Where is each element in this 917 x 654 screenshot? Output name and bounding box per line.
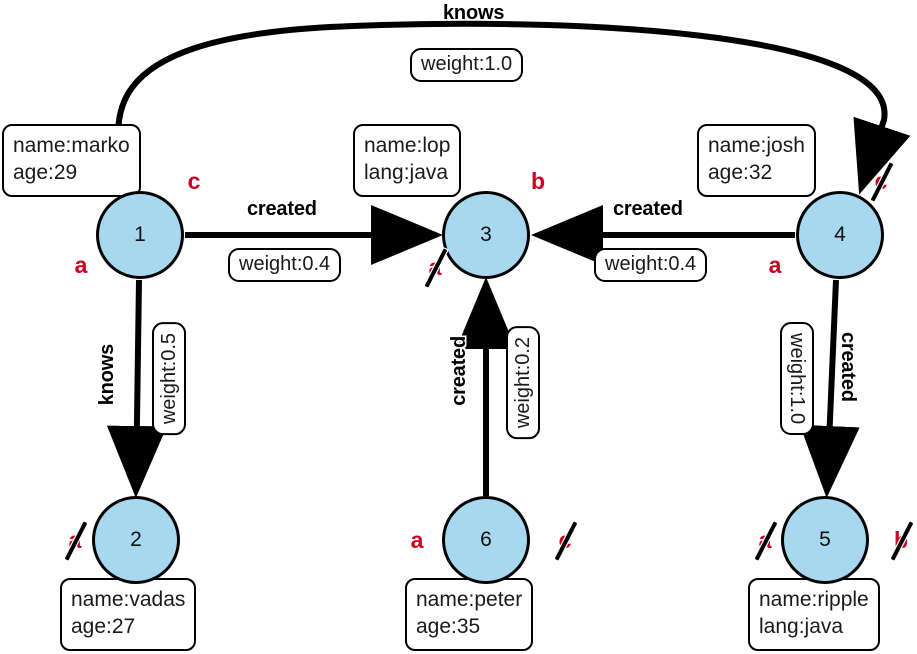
property-line: name:marko (13, 134, 130, 157)
annotation-node-1-a: a (68, 250, 94, 280)
node-id-label: 1 (134, 223, 146, 246)
annotation-node-1-c: c (181, 166, 207, 196)
edge-knows-1-4-path (115, 20, 911, 195)
property-line: name:lop (364, 134, 451, 157)
property-box-node-1: name:marko age:29 (2, 124, 141, 197)
node-id-label: 6 (480, 528, 492, 551)
graph-node-3[interactable]: 3 (442, 191, 530, 279)
graph-node-1[interactable]: 1 (96, 191, 184, 279)
edge-knows-1-2-path (106, 279, 167, 498)
annotation-letter: a (410, 526, 424, 553)
annotation-letter: a (768, 251, 782, 278)
property-line: age:27 (71, 614, 136, 638)
graph-node-2[interactable]: 2 (92, 496, 180, 584)
property-line: age:35 (416, 614, 481, 638)
annotation-node-2-a-struck: a (62, 521, 88, 561)
annotation-node-4-c-struck: c (868, 162, 894, 202)
annotation-node-6-a: a (404, 525, 430, 555)
property-box-node-6: name:peter age:35 (405, 578, 534, 651)
edge-weight-knows-1-2: weight:0.5 (152, 322, 186, 436)
edge-weight-created-1-3: weight:0.4 (228, 248, 342, 282)
edge-created-4-5-path (799, 279, 860, 498)
property-line: age:32 (708, 160, 773, 184)
property-line: lang:java (759, 614, 844, 638)
edge-weight-created-6-3: weight:0.2 (506, 326, 540, 440)
edge-label-created-1-3: created (247, 198, 317, 220)
property-line: name:peter (416, 588, 523, 611)
graph-node-6[interactable]: 6 (442, 496, 530, 584)
property-box-node-4: name:josh age:32 (697, 124, 816, 197)
edge-label-knows-1-4: knows (443, 2, 505, 24)
property-line: age:29 (13, 160, 78, 184)
property-box-node-2: name:vadas age:27 (60, 578, 197, 651)
annotation-letter: a (74, 251, 88, 278)
annotation-letter: b (530, 167, 546, 194)
annotation-node-5-b-struck: b (888, 521, 914, 561)
annotation-node-3-b: b (525, 166, 551, 196)
annotation-node-4-a: a (762, 250, 788, 280)
annotation-node-6-c-struck: c (552, 521, 578, 561)
annotation-node-3-a-struck: a (422, 248, 448, 288)
edge-weight-created-4-5: weight:1.0 (780, 322, 814, 436)
node-id-label: 3 (480, 223, 492, 246)
property-box-node-3: name:lop lang:java (353, 124, 462, 197)
property-line: name:ripple (759, 588, 869, 611)
node-id-label: 5 (819, 528, 831, 551)
edge-label-knows-1-2: knows (96, 344, 118, 406)
property-line: lang:java (364, 160, 449, 184)
graph-node-4[interactable]: 4 (796, 191, 884, 279)
property-line: name:josh (708, 134, 805, 157)
annotation-node-5-a-struck: a (752, 521, 778, 561)
graph-node-5[interactable]: 5 (781, 496, 869, 584)
node-id-label: 2 (130, 528, 142, 551)
property-line: name:vadas (71, 588, 186, 611)
edge-label-created-4-3: created (613, 198, 683, 220)
property-box-node-5: name:ripple lang:java (748, 578, 880, 651)
edge-weight-knows-1-4: weight:1.0 (410, 48, 524, 82)
edge-label-created-4-5: created (837, 332, 859, 402)
edge-weight-created-4-3: weight:0.4 (594, 248, 708, 282)
edge-label-created-6-3: created (448, 336, 470, 406)
annotation-letter: c (187, 167, 201, 194)
node-id-label: 4 (834, 223, 846, 246)
